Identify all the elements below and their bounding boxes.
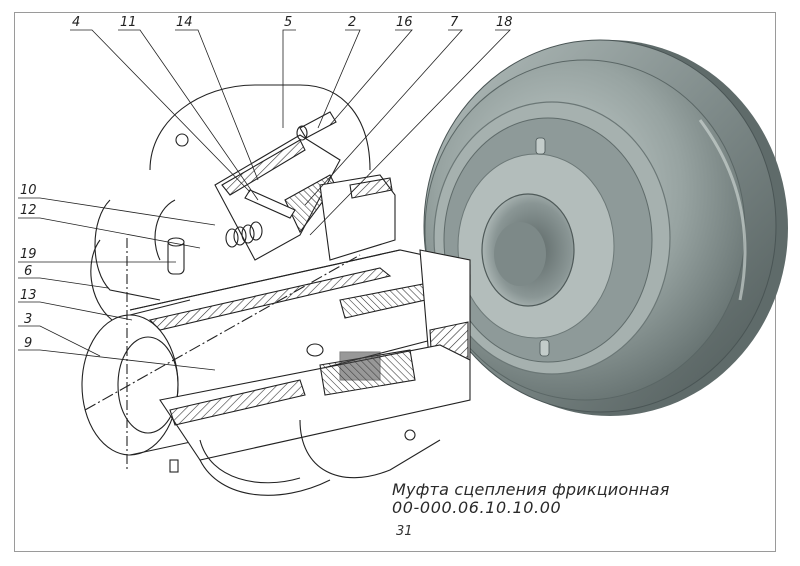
leader-7	[304, 29, 463, 206]
leader-16	[329, 29, 413, 126]
leader-12	[18, 217, 201, 249]
right-sleeve-block	[319, 174, 396, 261]
spring	[225, 221, 263, 248]
render-bore-depth	[494, 222, 546, 286]
leader-6	[18, 277, 109, 289]
leader-5	[282, 29, 296, 128]
leader-2	[317, 29, 361, 129]
callout-6: 6	[24, 264, 32, 279]
front-ring-inner	[117, 336, 179, 434]
leader-lines	[18, 29, 511, 371]
bottom-drum-bolt	[404, 429, 416, 441]
bottom-drum-b	[299, 419, 441, 479]
render-pin-bottom	[539, 339, 550, 357]
callout-13: 13	[20, 288, 37, 303]
sleeve-hatch	[349, 177, 393, 199]
caption-title: Муфта сцепления фрикционная	[392, 480, 670, 499]
callout-labels: 4 11 14 5 2 16 7 18 10 12 19 6 13 3 9	[20, 15, 513, 351]
callout-16: 16	[396, 15, 413, 30]
callout-10: 10	[20, 183, 37, 198]
callout-19: 19	[20, 247, 37, 262]
callout-2: 2	[348, 15, 356, 30]
bottom-drum-c	[199, 459, 331, 496]
leader-13	[18, 301, 133, 321]
callout-7: 7	[450, 15, 459, 30]
disc-stack-left-a	[94, 199, 161, 301]
lower-hatch-a	[169, 379, 306, 426]
center-line-axis	[84, 254, 361, 411]
leader-4	[70, 29, 251, 193]
lower-ring-pin	[306, 343, 324, 357]
render-pin-top	[535, 137, 546, 155]
bottom-peg	[169, 459, 179, 473]
leader-9	[18, 349, 216, 371]
back-drum-outline	[149, 84, 371, 171]
leader-14	[175, 29, 259, 181]
back-drum-bolt	[175, 133, 189, 147]
callout-5: 5	[284, 15, 292, 30]
friction-pad	[339, 351, 381, 381]
callout-14: 14	[176, 15, 193, 30]
top-screw-head	[296, 125, 308, 141]
render-rim-highlight	[698, 119, 747, 301]
shaft-top-line	[129, 249, 401, 311]
lever	[244, 189, 296, 219]
disc-stack-left-c	[154, 199, 176, 261]
callout-18: 18	[496, 15, 513, 30]
page-number: 31	[396, 524, 413, 539]
leader-10	[18, 197, 216, 226]
caption-code: 00-000.06.10.10.00	[392, 498, 562, 517]
clutch-section-drawing	[81, 84, 471, 496]
bottom-drum-a	[199, 439, 301, 484]
leader-3	[18, 325, 101, 357]
clutch-3d-render	[423, 39, 788, 416]
leader-18	[309, 29, 511, 236]
upper-hatch-a	[221, 139, 306, 196]
disc-stack-left-b	[90, 239, 113, 321]
callout-9: 9	[24, 336, 32, 351]
top-screw	[299, 111, 337, 139]
leader-11	[118, 29, 259, 201]
callout-4: 4	[72, 15, 80, 30]
callout-11: 11	[120, 15, 137, 30]
callout-12: 12	[20, 203, 37, 218]
callout-3: 3	[24, 312, 32, 327]
